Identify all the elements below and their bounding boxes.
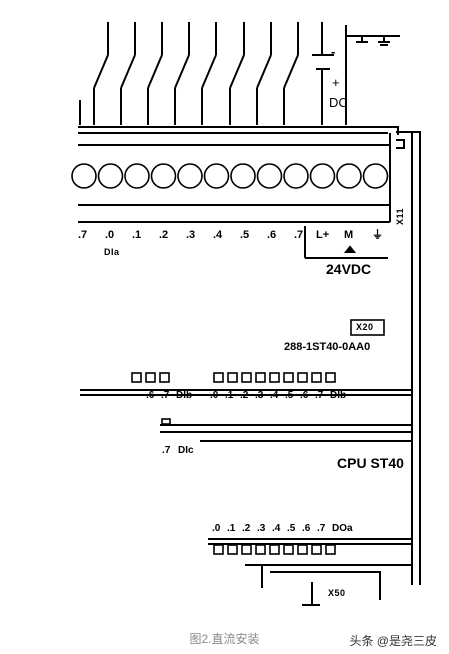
switch-contact xyxy=(229,54,245,89)
terminal-screw xyxy=(362,163,389,189)
status-led xyxy=(255,544,266,555)
status-led xyxy=(311,544,322,555)
dc-minus-label: - xyxy=(331,44,336,59)
status-led xyxy=(325,372,336,383)
watermark: 头条 @是尧三皮 xyxy=(349,634,437,648)
terminal-screw xyxy=(71,163,97,189)
terminal-screw xyxy=(230,163,256,189)
dc-supply xyxy=(312,22,400,125)
terminal-screw xyxy=(150,163,177,189)
cpu-model: CPU ST40 xyxy=(337,455,404,471)
output-label: .4 xyxy=(272,523,281,534)
output-label: .3 xyxy=(257,523,266,534)
input-terminal-label: .2 xyxy=(159,229,169,241)
status-leds xyxy=(131,372,336,555)
input-terminal-label: .7 xyxy=(294,229,304,241)
switch-contact xyxy=(201,54,217,89)
input-group-label: DIa xyxy=(104,247,120,257)
x20-label: X20 xyxy=(356,322,374,332)
side-rail xyxy=(80,131,421,606)
status-label-b: .0 xyxy=(210,390,219,401)
status-led xyxy=(227,372,238,383)
status-led xyxy=(159,372,170,383)
power-bracket xyxy=(304,226,388,259)
status-led xyxy=(241,544,252,555)
status-led xyxy=(297,544,308,555)
status-label-c: DIc xyxy=(178,445,194,456)
dc-label: DC xyxy=(329,95,348,110)
status-led xyxy=(283,544,294,555)
status-label-b: .2 xyxy=(240,390,249,401)
status-label-c: .7 xyxy=(162,445,171,456)
status-led xyxy=(311,372,322,383)
status-led xyxy=(255,372,266,383)
status-led xyxy=(283,372,294,383)
status-label-b: .7 xyxy=(315,390,324,401)
input-terminal-label: .3 xyxy=(186,229,196,241)
terminal-screw xyxy=(283,163,309,189)
output-label: DOa xyxy=(332,523,353,534)
status-led xyxy=(297,372,308,383)
output-label: .2 xyxy=(242,523,251,534)
output-label: .1 xyxy=(227,523,236,534)
status-label-a: .6 xyxy=(146,390,155,401)
terminal-screw xyxy=(309,163,336,189)
status-led xyxy=(213,372,224,383)
power-terminal-label: ⏚ xyxy=(372,229,383,241)
output-label: .5 xyxy=(287,523,296,534)
status-led xyxy=(325,544,336,555)
output-label: .6 xyxy=(302,523,311,534)
terminal-screws xyxy=(71,163,389,189)
terminal-screw xyxy=(124,163,150,189)
power-terminal-label: M xyxy=(344,229,354,241)
switch-contact xyxy=(256,54,272,89)
switch-contact xyxy=(120,54,136,89)
supply-label: 24VDC xyxy=(326,261,372,277)
status-led xyxy=(161,418,171,425)
status-led xyxy=(269,544,280,555)
output-label: .7 xyxy=(317,523,326,534)
part-number: 288-1ST40-0AA0 xyxy=(284,341,371,353)
status-led xyxy=(213,544,224,555)
terminal-screw xyxy=(177,163,203,189)
input-terminal-label: .0 xyxy=(105,229,115,241)
input-terminal-label: .6 xyxy=(267,229,277,241)
status-label-a: DIb xyxy=(176,390,193,401)
terminal-screw xyxy=(203,163,230,189)
terminal-screw xyxy=(97,163,124,189)
input-terminal-label: .4 xyxy=(213,229,223,241)
power-terminal-label: L+ xyxy=(316,229,330,241)
input-terminal-label: .1 xyxy=(132,229,142,241)
terminal-screw xyxy=(336,163,362,189)
switch-contact xyxy=(174,54,190,89)
status-label-b: .4 xyxy=(270,390,279,401)
x20-box xyxy=(350,319,385,336)
status-label-b: .6 xyxy=(300,390,309,401)
input-terminal-label: .7 xyxy=(78,229,88,241)
terminal-screw xyxy=(256,163,283,189)
status-label-a: .7 xyxy=(161,390,170,401)
status-led xyxy=(269,372,280,383)
input-terminal-block xyxy=(78,126,399,223)
status-label-b: .5 xyxy=(285,390,294,401)
status-led xyxy=(131,372,142,383)
figure-caption: 图2.直流安装 xyxy=(189,632,260,646)
switch-contact xyxy=(147,54,163,89)
status-label-b: .1 xyxy=(225,390,234,401)
connector-x50-label: X50 xyxy=(328,588,346,598)
status-label-b: .3 xyxy=(255,390,264,401)
input-switches xyxy=(79,22,299,125)
switch-contact xyxy=(93,54,109,89)
switch-contact xyxy=(283,54,299,89)
output-label: .0 xyxy=(212,523,221,534)
status-led xyxy=(227,544,238,555)
status-led xyxy=(145,372,156,383)
dc-plus-label: + xyxy=(332,75,340,90)
input-terminal-label: .5 xyxy=(240,229,250,241)
status-label-b: DIb xyxy=(330,390,347,401)
status-led xyxy=(241,372,252,383)
connector-x11-label: X11 xyxy=(395,207,406,226)
